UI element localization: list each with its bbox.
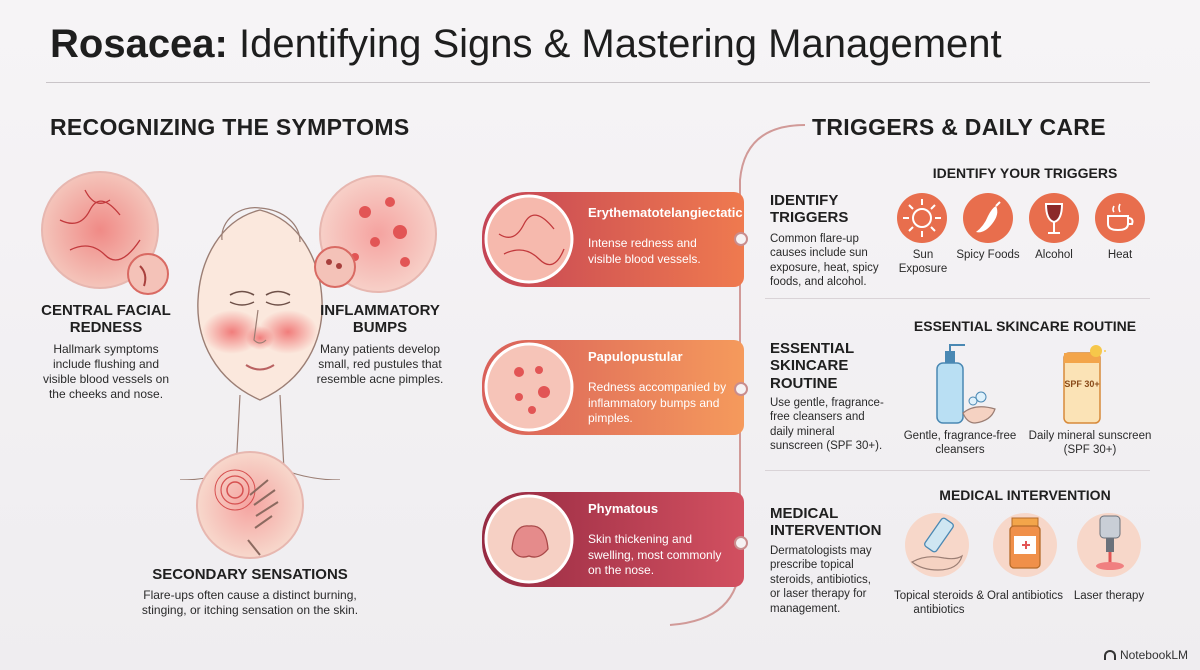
medical-item-label: Topical steroids & antibiotics [893,590,985,616]
type-text: Skin thickening and swelling, most commo… [588,532,722,578]
timeline-node [734,232,748,246]
triggers-subheading: IDENTIFY YOUR TRIGGERS [932,165,1118,181]
central-redness-title: CENTRAL FACIAL REDNESS [41,302,171,337]
hot-cup-icon [1095,193,1145,243]
medical-subheading: MEDICAL INTERVENTION [939,487,1111,503]
face-illustration [179,207,341,480]
section-divider [765,470,1150,471]
laser-device-icon [1077,513,1141,577]
medical-item-label: Oral antibiotics [986,590,1064,602]
skincare-item-label: Daily mineral sunscreen (SPF 30+) [1028,430,1152,456]
pill-bottle-icon [993,513,1057,577]
identify-triggers-text: Common flare-up causes include sun expos… [770,233,879,289]
sunscreen-tube-icon [1063,343,1106,424]
bumps-text: Many patients develop small, red pustule… [316,342,444,386]
central-redness-text: Hallmark symptoms include flushing and v… [42,342,170,401]
wine-glass-icon [1029,193,1079,243]
bumps-image [314,175,437,293]
skincare-title: ESSENTIAL SKINCARE ROUTINE [770,340,854,392]
cleanser-bottle-icon [936,344,996,424]
medical-item-label: Laser therapy [1073,590,1145,602]
trigger-label: Alcohol [1035,249,1073,261]
symptoms-heading: RECOGNIZING THE SYMPTOMS [50,114,410,140]
papulopustular-image [484,342,574,432]
spf-label: SPF 30+ [1064,379,1100,389]
pepper-icon [963,193,1013,243]
notebook-icon [1103,650,1116,660]
type-title: Phymatous [588,501,659,516]
type-title: Papulopustular [588,349,683,364]
identify-triggers-title: IDENTIFY TRIGGERS [770,192,849,227]
footer-brand: NotebookLM [1103,648,1188,662]
central-redness-image [41,171,169,295]
secondary-text: Flare-ups often cause a distinct burning… [141,588,359,617]
topical-cream-icon [905,513,969,577]
medical-title: MEDICAL INTERVENTION [770,505,882,540]
trigger-label: Spicy Foods [956,249,1020,261]
bumps-title: INFLAMMATORY BUMPS [320,302,440,337]
trigger-label: Heat [1107,249,1133,261]
page-title: Rosacea: Identifying Signs & Mastering M… [50,22,1002,66]
triggers-heading: TRIGGERS & DAILY CARE [812,114,1106,140]
section-divider [765,298,1150,299]
type-text: Intense redness and visible blood vessel… [588,236,701,266]
phymatous-image [484,494,574,584]
sensation-image [196,451,304,559]
skincare-subheading: ESSENTIAL SKINCARE ROUTINE [913,318,1137,334]
erythematotelangiectatic-image [484,194,574,284]
secondary-title: SECONDARY SENSATIONS [152,566,348,583]
type-title: Erythematotelangiectatic [588,205,743,220]
skincare-item-label: Gentle, fragrance-free cleansers [903,430,1017,456]
type-text: Redness accompanied by inflammatory bump… [588,380,727,426]
skincare-text: Use gentle, fragrance-free cleansers and… [770,397,884,453]
timeline-node [734,382,748,396]
timeline-node [734,536,748,550]
sun-icon [897,193,947,243]
trigger-label: Sun Exposure [898,249,948,275]
medical-text: Dermatologists may prescribe topical ste… [770,545,872,615]
title-divider [46,82,1150,83]
